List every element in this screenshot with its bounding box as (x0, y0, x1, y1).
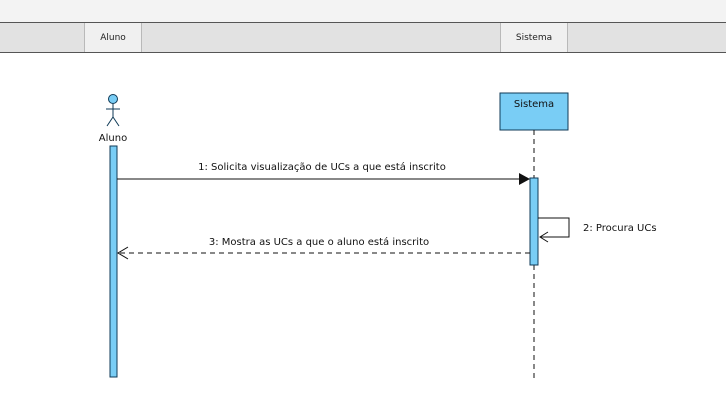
message-1-label: 1: Solicita visualização de UCs a que es… (198, 161, 446, 173)
message-2-line (538, 217, 570, 238)
message-2-arrowhead (539, 231, 549, 243)
swimlane-tab-aluno[interactable]: Aluno (84, 23, 142, 52)
aluno-activation-bar[interactable] (109, 145, 118, 378)
top-bar (0, 0, 726, 22)
actor-head (108, 94, 118, 104)
actor-label: Aluno (99, 133, 127, 144)
message-3[interactable]: 3: Mostra as UCs a que o aluno está insc… (117, 236, 530, 260)
message-2[interactable]: 2: Procura UCs (538, 217, 657, 243)
object-sistema[interactable]: Sistema (499, 92, 569, 131)
object-box (499, 92, 569, 131)
message-1-arrowhead (519, 173, 530, 185)
sistema-activation-bar[interactable] (529, 177, 539, 266)
object-label: Sistema (514, 99, 554, 110)
swimlane-tab-sistema[interactable]: Sistema (500, 23, 568, 52)
actor-aluno[interactable]: Aluno (99, 94, 127, 145)
message-1[interactable]: 1: Solicita visualização de UCs a que es… (117, 161, 530, 185)
message-2-label: 2: Procura UCs (583, 223, 657, 234)
actor-right-leg (112, 116, 120, 127)
message-3-label: 3: Mostra as UCs a que o aluno está insc… (209, 236, 429, 248)
message-3-arrowhead (117, 246, 129, 260)
actor-left-leg (106, 116, 114, 127)
swimlane-header-bar: Aluno Sistema (0, 22, 726, 53)
